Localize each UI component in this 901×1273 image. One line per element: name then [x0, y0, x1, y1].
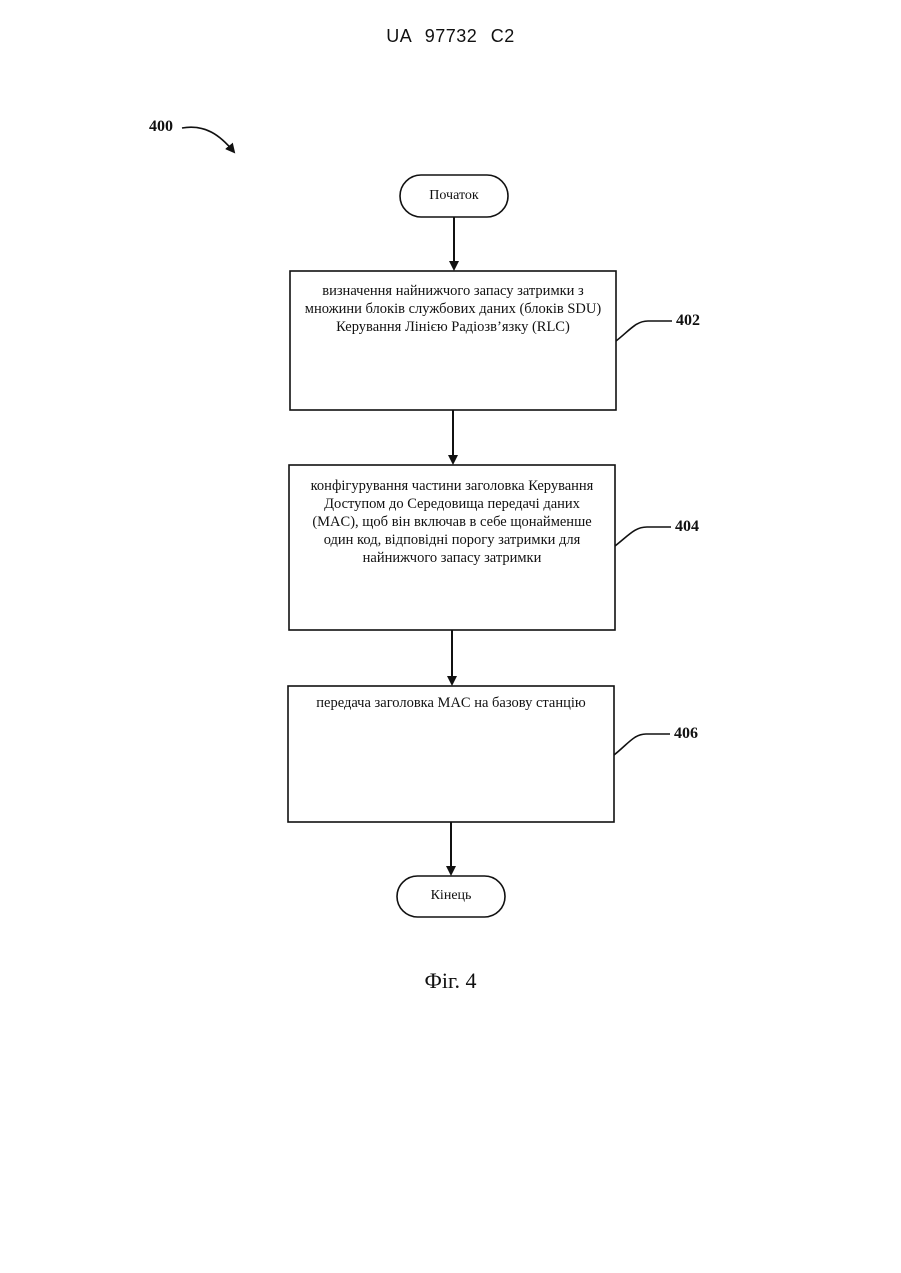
figure-caption: Фіг. 4 [0, 968, 901, 994]
step-ref-404: 404 [675, 518, 699, 536]
leader-line-404 [615, 527, 671, 546]
end-label: Кінець [397, 887, 505, 905]
start-label: Початок [400, 187, 508, 205]
step-ref-406: 406 [674, 725, 698, 743]
leader-line-402 [616, 321, 672, 341]
step-text-404: конфігурування частини заголовка Керуван… [295, 477, 609, 567]
figure-ref-label: 400 [149, 118, 173, 136]
leader-line-406 [614, 734, 670, 755]
step-ref-402: 402 [676, 312, 700, 330]
step-text-402: визначення найнижчого запасу затримки з … [296, 282, 610, 336]
figure-ref-arrow [182, 127, 234, 152]
step-text-406: передача заголовка MAC на базову станцію [294, 694, 608, 712]
